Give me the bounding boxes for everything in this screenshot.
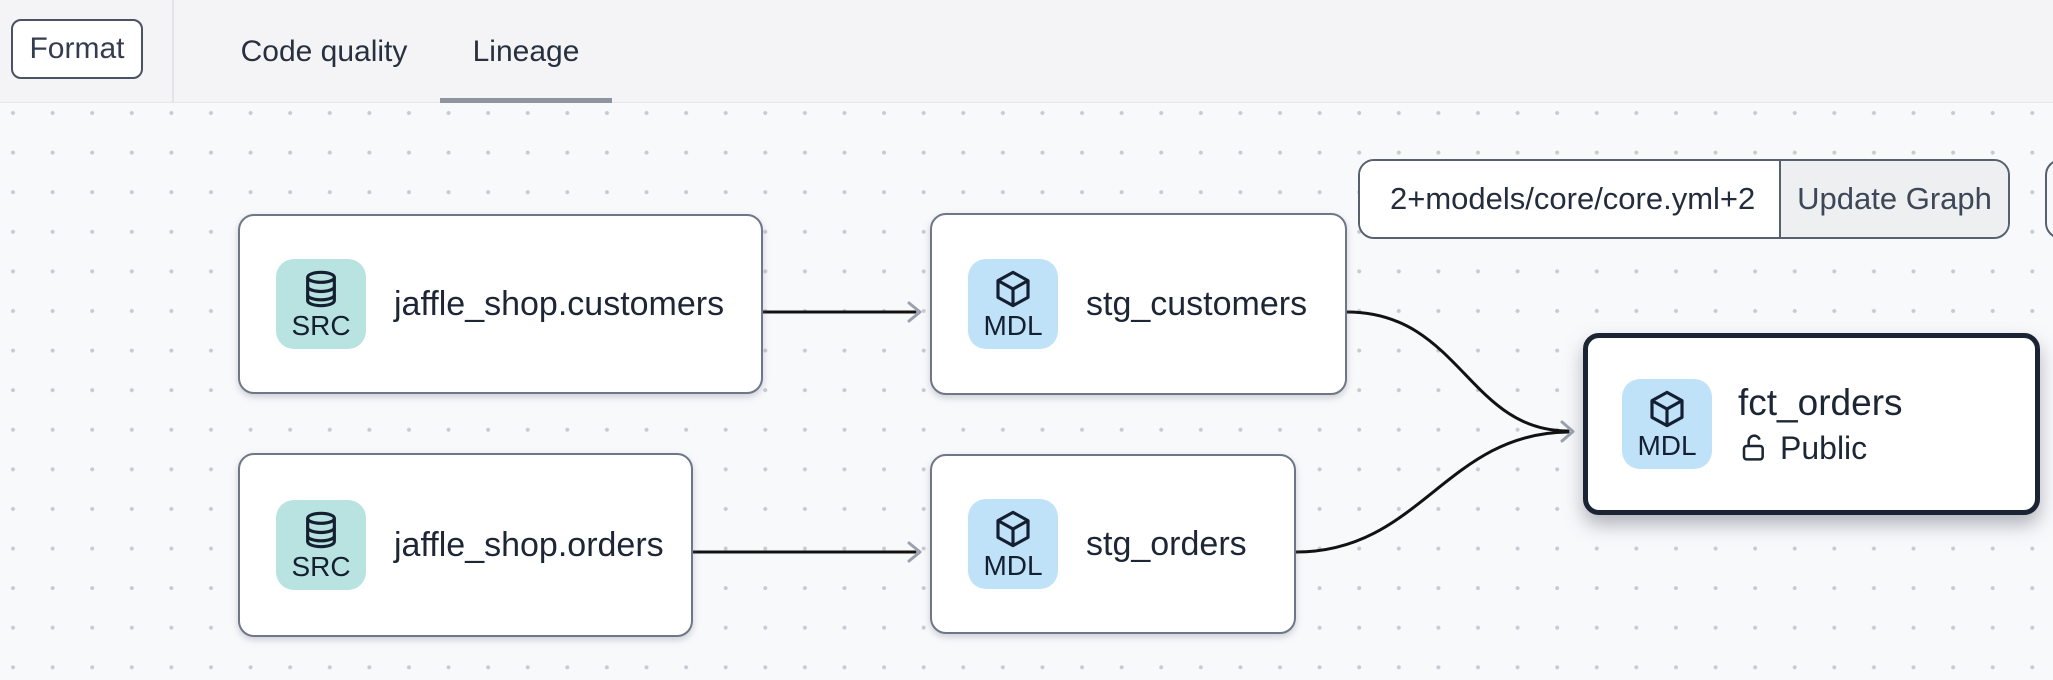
active-tab-underline bbox=[440, 98, 612, 103]
badge-label: MDL bbox=[983, 309, 1043, 341]
model-badge: MDL bbox=[968, 259, 1058, 349]
header-divider bbox=[172, 0, 174, 103]
source-badge: SRC bbox=[276, 500, 366, 590]
model-badge: MDL bbox=[968, 499, 1058, 589]
node-label: stg_customers bbox=[1086, 284, 1308, 323]
cube-icon bbox=[1650, 390, 1684, 427]
access-label: Public bbox=[1780, 429, 1868, 466]
node-label: jaffle_shop.customers bbox=[394, 284, 725, 323]
node-label: stg_orders bbox=[1086, 524, 1247, 563]
node-model-fct-orders-selected[interactable]: MDL fct_orders Public bbox=[1583, 333, 2040, 515]
database-icon bbox=[306, 511, 336, 548]
node-label: fct_orders bbox=[1738, 381, 1903, 423]
access-row: Public bbox=[1738, 430, 1903, 467]
cube-icon bbox=[996, 510, 1030, 547]
unlock-icon bbox=[1742, 434, 1764, 461]
badge-label: SRC bbox=[291, 550, 351, 582]
tab-lineage[interactable]: Lineage bbox=[472, 34, 580, 68]
node-label: jaffle_shop.orders bbox=[394, 525, 664, 564]
clipped-edge-button[interactable] bbox=[2045, 159, 2053, 239]
badge-label: MDL bbox=[983, 549, 1043, 581]
node-model-stg-customers[interactable]: MDL stg_customers bbox=[930, 213, 1347, 395]
badge-label: SRC bbox=[291, 309, 351, 341]
node-source-jaffle-shop-customers[interactable]: SRC jaffle_shop.customers bbox=[238, 214, 763, 394]
node-model-stg-orders[interactable]: MDL stg_orders bbox=[930, 454, 1296, 634]
update-graph-button[interactable]: Update Graph bbox=[1779, 161, 2008, 237]
badge-label: MDL bbox=[1637, 429, 1697, 461]
model-badge: MDL bbox=[1622, 379, 1712, 469]
source-badge: SRC bbox=[276, 259, 366, 349]
node-source-jaffle-shop-orders[interactable]: SRC jaffle_shop.orders bbox=[238, 453, 693, 637]
selector-input[interactable] bbox=[1360, 161, 1779, 237]
format-button[interactable]: Format bbox=[11, 19, 143, 79]
cube-icon bbox=[996, 270, 1030, 307]
tab-code-quality[interactable]: Code quality bbox=[240, 34, 408, 68]
selector-group: Update Graph bbox=[1358, 159, 2010, 239]
database-icon bbox=[306, 270, 336, 307]
header-bar: Format Code quality Lineage bbox=[0, 0, 2053, 103]
